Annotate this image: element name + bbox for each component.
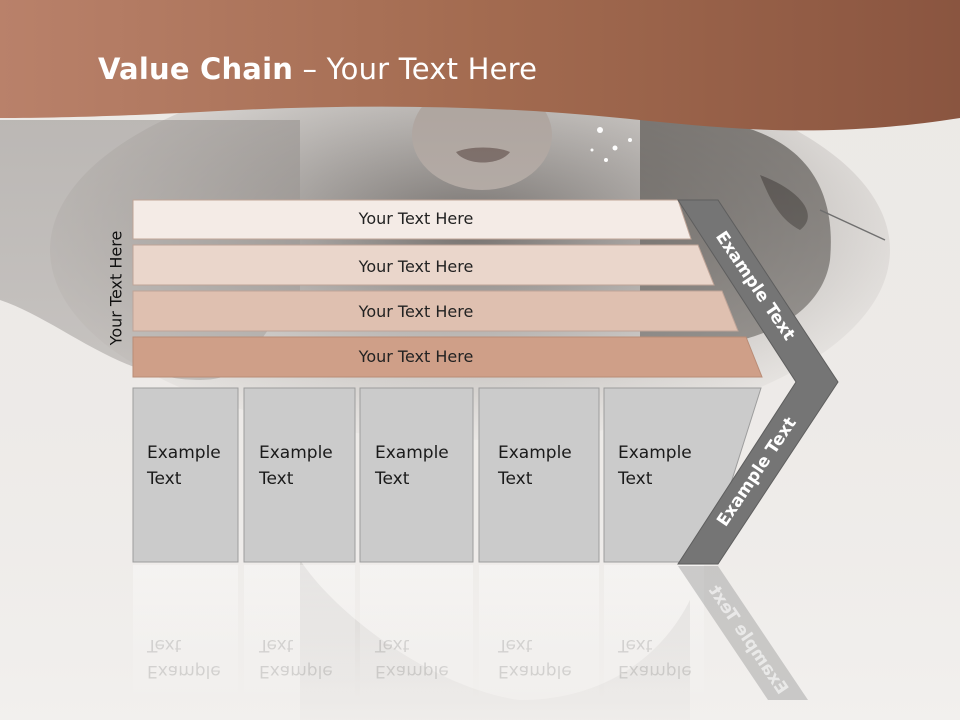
box-5-reflection bbox=[604, 565, 704, 705]
band-2-label: Your Text Here bbox=[358, 257, 474, 276]
box-2-reflection bbox=[244, 565, 355, 705]
box-3 bbox=[359, 387, 474, 563]
band-4-label: Your Text Here bbox=[358, 347, 474, 366]
box-2 bbox=[243, 387, 356, 563]
header-band bbox=[0, 0, 960, 131]
title-rest: – Your Text Here bbox=[293, 52, 538, 86]
box-3-reflection bbox=[360, 565, 473, 705]
box-4-reflection bbox=[479, 565, 599, 705]
chevron-reflection bbox=[678, 566, 808, 700]
band-3 bbox=[132, 290, 739, 332]
band-2 bbox=[132, 244, 715, 286]
band-4 bbox=[132, 336, 763, 378]
box-1-reflection bbox=[133, 565, 238, 705]
box-1 bbox=[132, 387, 239, 563]
chevron bbox=[677, 199, 839, 565]
band-1-label: Your Text Here bbox=[358, 209, 474, 228]
box-4 bbox=[478, 387, 600, 563]
title-bold: Value Chain bbox=[98, 52, 294, 86]
page-title: Value Chain – Your Text Here bbox=[98, 52, 537, 86]
band-3-label: Your Text Here bbox=[358, 302, 474, 321]
band-1 bbox=[132, 199, 692, 240]
